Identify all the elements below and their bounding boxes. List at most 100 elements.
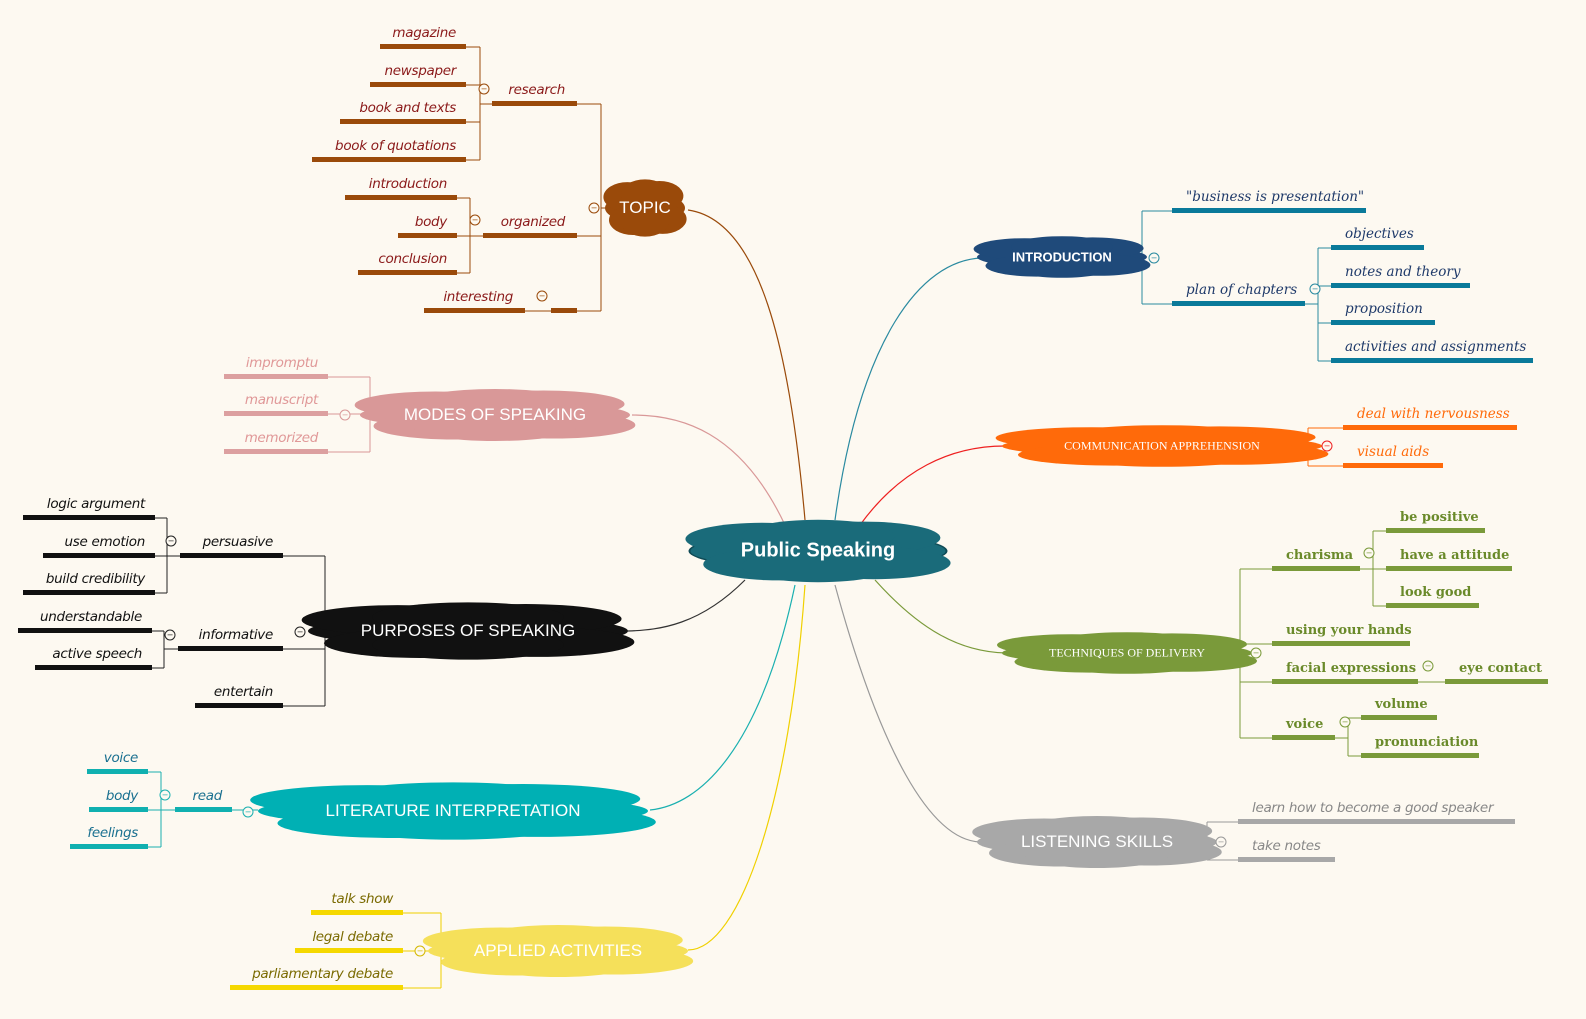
node-underline (35, 665, 152, 670)
node-underline (1361, 715, 1437, 720)
collapse-toggle-icon[interactable]: − (414, 945, 426, 957)
node-label: voice (103, 750, 139, 766)
node-label: take notes (1252, 838, 1321, 854)
branch-bracket (148, 771, 175, 848)
applied-cloud[interactable]: APPLIED ACTIVITIES (473, 941, 643, 960)
node-label: logic argument (46, 496, 145, 512)
node-label: organized (500, 214, 566, 230)
literature-cloud[interactable]: LITERATURE INTERPRETATION (325, 801, 581, 820)
node-underline (18, 628, 152, 633)
node-underline (1172, 301, 1305, 306)
collapse-toggle-icon[interactable]: − (1339, 716, 1351, 728)
collapse-toggle-icon[interactable]: − (1148, 252, 1160, 264)
node-underline (224, 374, 328, 379)
listening-cloud-shape (972, 816, 1222, 868)
techniques-cloud[interactable]: TECHNIQUES OF DELIVERY (1049, 645, 1205, 660)
node-label: look good (1400, 585, 1472, 600)
collapse-toggle-icon[interactable]: − (164, 629, 176, 641)
central-topic-shape (685, 519, 951, 583)
node-label: build credibility (45, 571, 145, 587)
purposes-connector (627, 579, 746, 632)
node-label: facial expressions (1286, 661, 1417, 676)
node-underline (1445, 679, 1548, 684)
branch-bracket (1360, 530, 1386, 607)
central-topic[interactable]: Public Speaking (740, 539, 896, 562)
modes-connector (631, 414, 786, 526)
techniques-cloud-shape (997, 632, 1257, 674)
topic-connector (687, 209, 806, 521)
node-underline (370, 82, 466, 87)
node-label: have a attitude (1400, 548, 1510, 563)
node-label: persuasive (202, 534, 274, 550)
node-label: parliamentary debate (252, 966, 393, 982)
collapse-toggle-icon[interactable]: − (1422, 660, 1434, 672)
collapse-toggle-icon[interactable]: − (242, 806, 254, 818)
node-underline (178, 646, 283, 651)
topic-cloud[interactable]: TOPIC (619, 198, 671, 217)
node-label: using your hands (1286, 623, 1412, 638)
topic-cloud-shape (603, 179, 687, 237)
node-label: body (414, 214, 447, 230)
collapse-toggle-icon[interactable]: − (1215, 836, 1227, 848)
modes-cloud[interactable]: MODES OF SPEAKING (403, 405, 587, 424)
node-underline (1272, 679, 1418, 684)
node-underline (87, 769, 148, 774)
node-underline (195, 703, 283, 708)
collapse-toggle-icon[interactable]: − (1309, 283, 1321, 295)
collapse-toggle-icon[interactable]: − (165, 535, 177, 547)
collapse-toggle-icon[interactable]: − (536, 290, 548, 302)
node-underline (224, 449, 328, 454)
purposes-cloud[interactable]: PURPOSES OF SPEAKING (360, 621, 576, 640)
collapse-toggle-icon[interactable]: − (588, 202, 600, 214)
applied-connector (687, 584, 806, 951)
introduction-cloud[interactable]: INTRODUCTION (1012, 249, 1112, 265)
node-underline (1331, 245, 1424, 250)
node-label: body (105, 788, 138, 804)
node-underline (70, 844, 148, 849)
collapse-toggle-icon[interactable]: − (1321, 440, 1333, 452)
collapse-toggle-icon[interactable]: − (339, 409, 351, 421)
node-label: interesting (443, 289, 513, 305)
node-label: book and texts (359, 100, 456, 116)
introduction-cloud-shape (973, 236, 1151, 278)
collapse-toggle-icon[interactable]: − (1363, 547, 1375, 559)
collapse-toggle-icon[interactable]: − (159, 789, 171, 801)
collapse-toggle-icon[interactable]: − (1250, 647, 1262, 659)
node-label: talk show (331, 891, 393, 907)
node-underline (180, 553, 283, 558)
node-underline (1343, 463, 1443, 468)
node-label: newspaper (384, 63, 456, 79)
node-label: entertain (213, 684, 273, 700)
collapse-toggle-icon[interactable]: − (294, 626, 306, 638)
node-label: notes and theory (1345, 264, 1461, 280)
node-underline (1238, 857, 1335, 862)
applied-cloud-shape (422, 925, 694, 977)
node-underline (1361, 753, 1479, 758)
branch-bracket (152, 630, 178, 669)
node-label: use emotion (64, 534, 146, 550)
listening-cloud[interactable]: LISTENING SKILLS (1020, 832, 1174, 851)
node-underline (89, 807, 148, 812)
node-underline (1343, 425, 1517, 430)
collapse-toggle-icon[interactable]: − (478, 83, 490, 95)
node-underline (1272, 641, 1410, 646)
node-label: manuscript (244, 392, 318, 408)
node-underline (23, 590, 155, 595)
node-label: deal with nervousness (1357, 406, 1510, 422)
node-underline (1272, 566, 1360, 571)
node-underline (175, 807, 232, 812)
purposes-cloud-shape (301, 602, 635, 660)
node-underline (345, 195, 457, 200)
node-underline (1238, 819, 1515, 824)
node-label: plan of chapters (1186, 282, 1298, 298)
node-label: research (508, 82, 565, 98)
node-underline (1331, 320, 1435, 325)
node-label: charisma (1286, 548, 1354, 563)
node-label: volume (1375, 697, 1428, 712)
communication-cloud[interactable]: COMMUNICATION APPREHENSION (1064, 438, 1260, 453)
node-label: impromptu (245, 355, 318, 371)
node-label: book of quotations (335, 138, 456, 154)
node-underline (398, 233, 457, 238)
collapse-toggle-icon[interactable]: − (469, 214, 481, 226)
node-label: activities and assignments (1345, 339, 1527, 355)
